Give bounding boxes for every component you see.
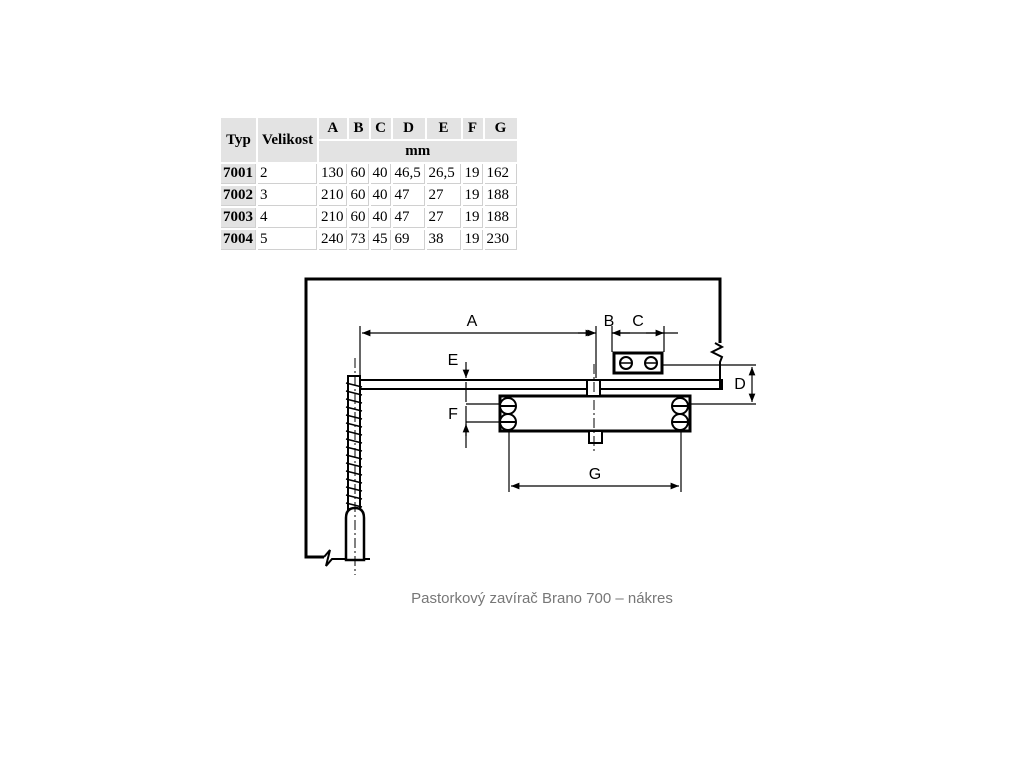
cell-e: 27 xyxy=(426,208,461,228)
cell-b: 60 xyxy=(348,186,369,206)
table-header-row: Typ Velikost A B C D E F G xyxy=(221,118,517,162)
cell-velikost: 3 xyxy=(258,186,317,206)
header-e: E xyxy=(426,118,461,139)
cell-g: 230 xyxy=(484,230,517,250)
cell-a: 210 xyxy=(319,208,347,228)
cell-g: 188 xyxy=(484,186,517,206)
cell-g: 188 xyxy=(484,208,517,228)
cell-c: 40 xyxy=(370,208,391,228)
cell-c: 40 xyxy=(370,164,391,184)
mounting-screws xyxy=(499,397,689,431)
header-typ: Typ xyxy=(221,118,256,162)
cell-f: 19 xyxy=(462,164,483,184)
cell-a: 240 xyxy=(319,230,347,250)
table-row: 7003 4 210 60 40 47 27 19 188 xyxy=(221,208,517,228)
header-f: F xyxy=(462,118,483,139)
cell-a: 210 xyxy=(319,186,347,206)
cell-d: 46,5 xyxy=(392,164,425,184)
cell-velikost: 2 xyxy=(258,164,317,184)
cell-e: 27 xyxy=(426,186,461,206)
label-b: B xyxy=(604,313,615,330)
cell-d: 47 xyxy=(392,186,425,206)
mounting-bracket xyxy=(612,351,664,375)
dimension-lines xyxy=(359,326,756,492)
label-e: E xyxy=(448,352,459,369)
header-g: G xyxy=(484,118,517,139)
closer-body xyxy=(498,364,692,454)
label-d: D xyxy=(734,376,746,393)
cell-b: 73 xyxy=(348,230,369,250)
cell-b: 60 xyxy=(348,208,369,228)
table-row: 7001 2 130 60 40 46,5 26,5 19 162 xyxy=(221,164,517,184)
header-b: B xyxy=(348,118,369,139)
cell-d: 47 xyxy=(392,208,425,228)
dimensions-table: Typ Velikost A B C D E F G mm 7001 2 130… xyxy=(219,116,519,252)
figure-caption: Pastorkový zavírač Brano 700 – nákres xyxy=(411,590,673,607)
cell-f: 19 xyxy=(462,208,483,228)
cell-a: 130 xyxy=(319,164,347,184)
cell-c: 45 xyxy=(370,230,391,250)
label-f: F xyxy=(448,406,458,423)
table-unit-row: mm xyxy=(221,141,517,162)
arm-rod xyxy=(344,358,366,575)
cell-typ: 7002 xyxy=(221,186,256,206)
cell-b: 60 xyxy=(348,164,369,184)
header-velikost: Velikost xyxy=(258,118,317,162)
cell-f: 19 xyxy=(462,230,483,250)
cell-velikost: 5 xyxy=(258,230,317,250)
header-c: C xyxy=(370,118,391,139)
cell-f: 19 xyxy=(462,186,483,206)
cell-e: 38 xyxy=(426,230,461,250)
cell-typ: 7001 xyxy=(221,164,256,184)
dimension-labels: A B C D E F G xyxy=(448,313,746,483)
header-unit: mm xyxy=(319,141,517,162)
door-frame xyxy=(304,277,725,567)
cell-velikost: 4 xyxy=(258,208,317,228)
table-row: 7002 3 210 60 40 47 27 19 188 xyxy=(221,186,517,206)
cell-d: 69 xyxy=(392,230,425,250)
header-d: D xyxy=(392,118,425,139)
cell-g: 162 xyxy=(484,164,517,184)
cell-e: 26,5 xyxy=(426,164,461,184)
label-g: G xyxy=(589,466,601,483)
header-a: A xyxy=(319,118,347,139)
label-a: A xyxy=(467,313,478,330)
cell-typ: 7004 xyxy=(221,230,256,250)
cell-typ: 7003 xyxy=(221,208,256,228)
label-c: C xyxy=(632,313,644,330)
cell-c: 40 xyxy=(370,186,391,206)
table-row: 7004 5 240 73 45 69 38 19 230 xyxy=(221,230,517,250)
